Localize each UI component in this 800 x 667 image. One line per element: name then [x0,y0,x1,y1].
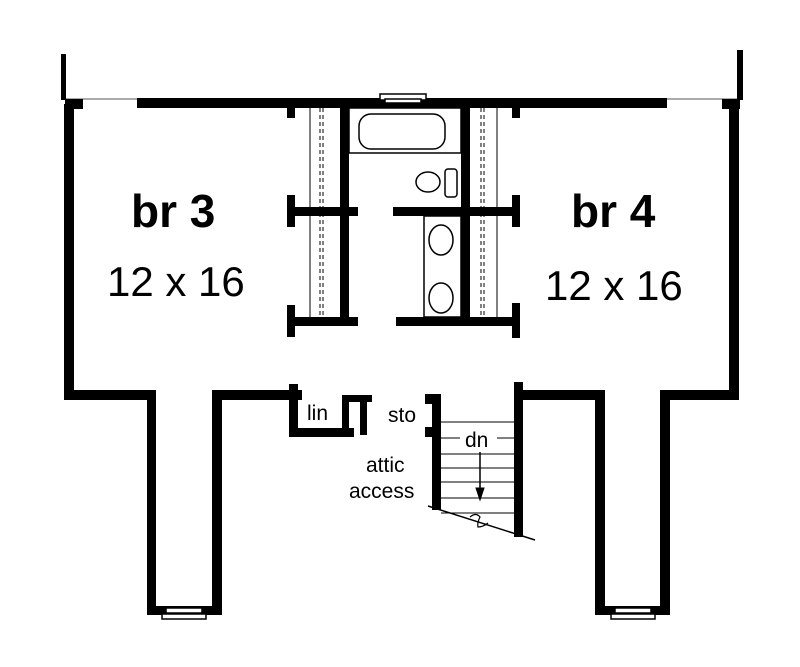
left-window [161,613,207,620]
attic-access-label-line1: attic [366,454,405,477]
top-left-post [61,54,66,100]
bathtub [348,107,462,154]
vanity [423,215,462,318]
top-right-post [737,50,743,100]
room-name-br3: br 3 [131,185,216,237]
left-wall [64,104,74,400]
attic-access-label-line2: access [349,480,415,503]
stair-direction-label: dn [465,429,489,452]
linen-label: lin [307,402,329,425]
room-dimensions-br4: 12 x 16 [545,262,683,309]
toilet [415,171,441,193]
room-dimensions-br3: 12 x 16 [107,258,245,305]
storage-label: sto [388,404,417,427]
room-name-br4: br 4 [571,185,656,237]
stairs [427,421,536,541]
right-wall [729,104,739,400]
right-window [610,613,656,620]
